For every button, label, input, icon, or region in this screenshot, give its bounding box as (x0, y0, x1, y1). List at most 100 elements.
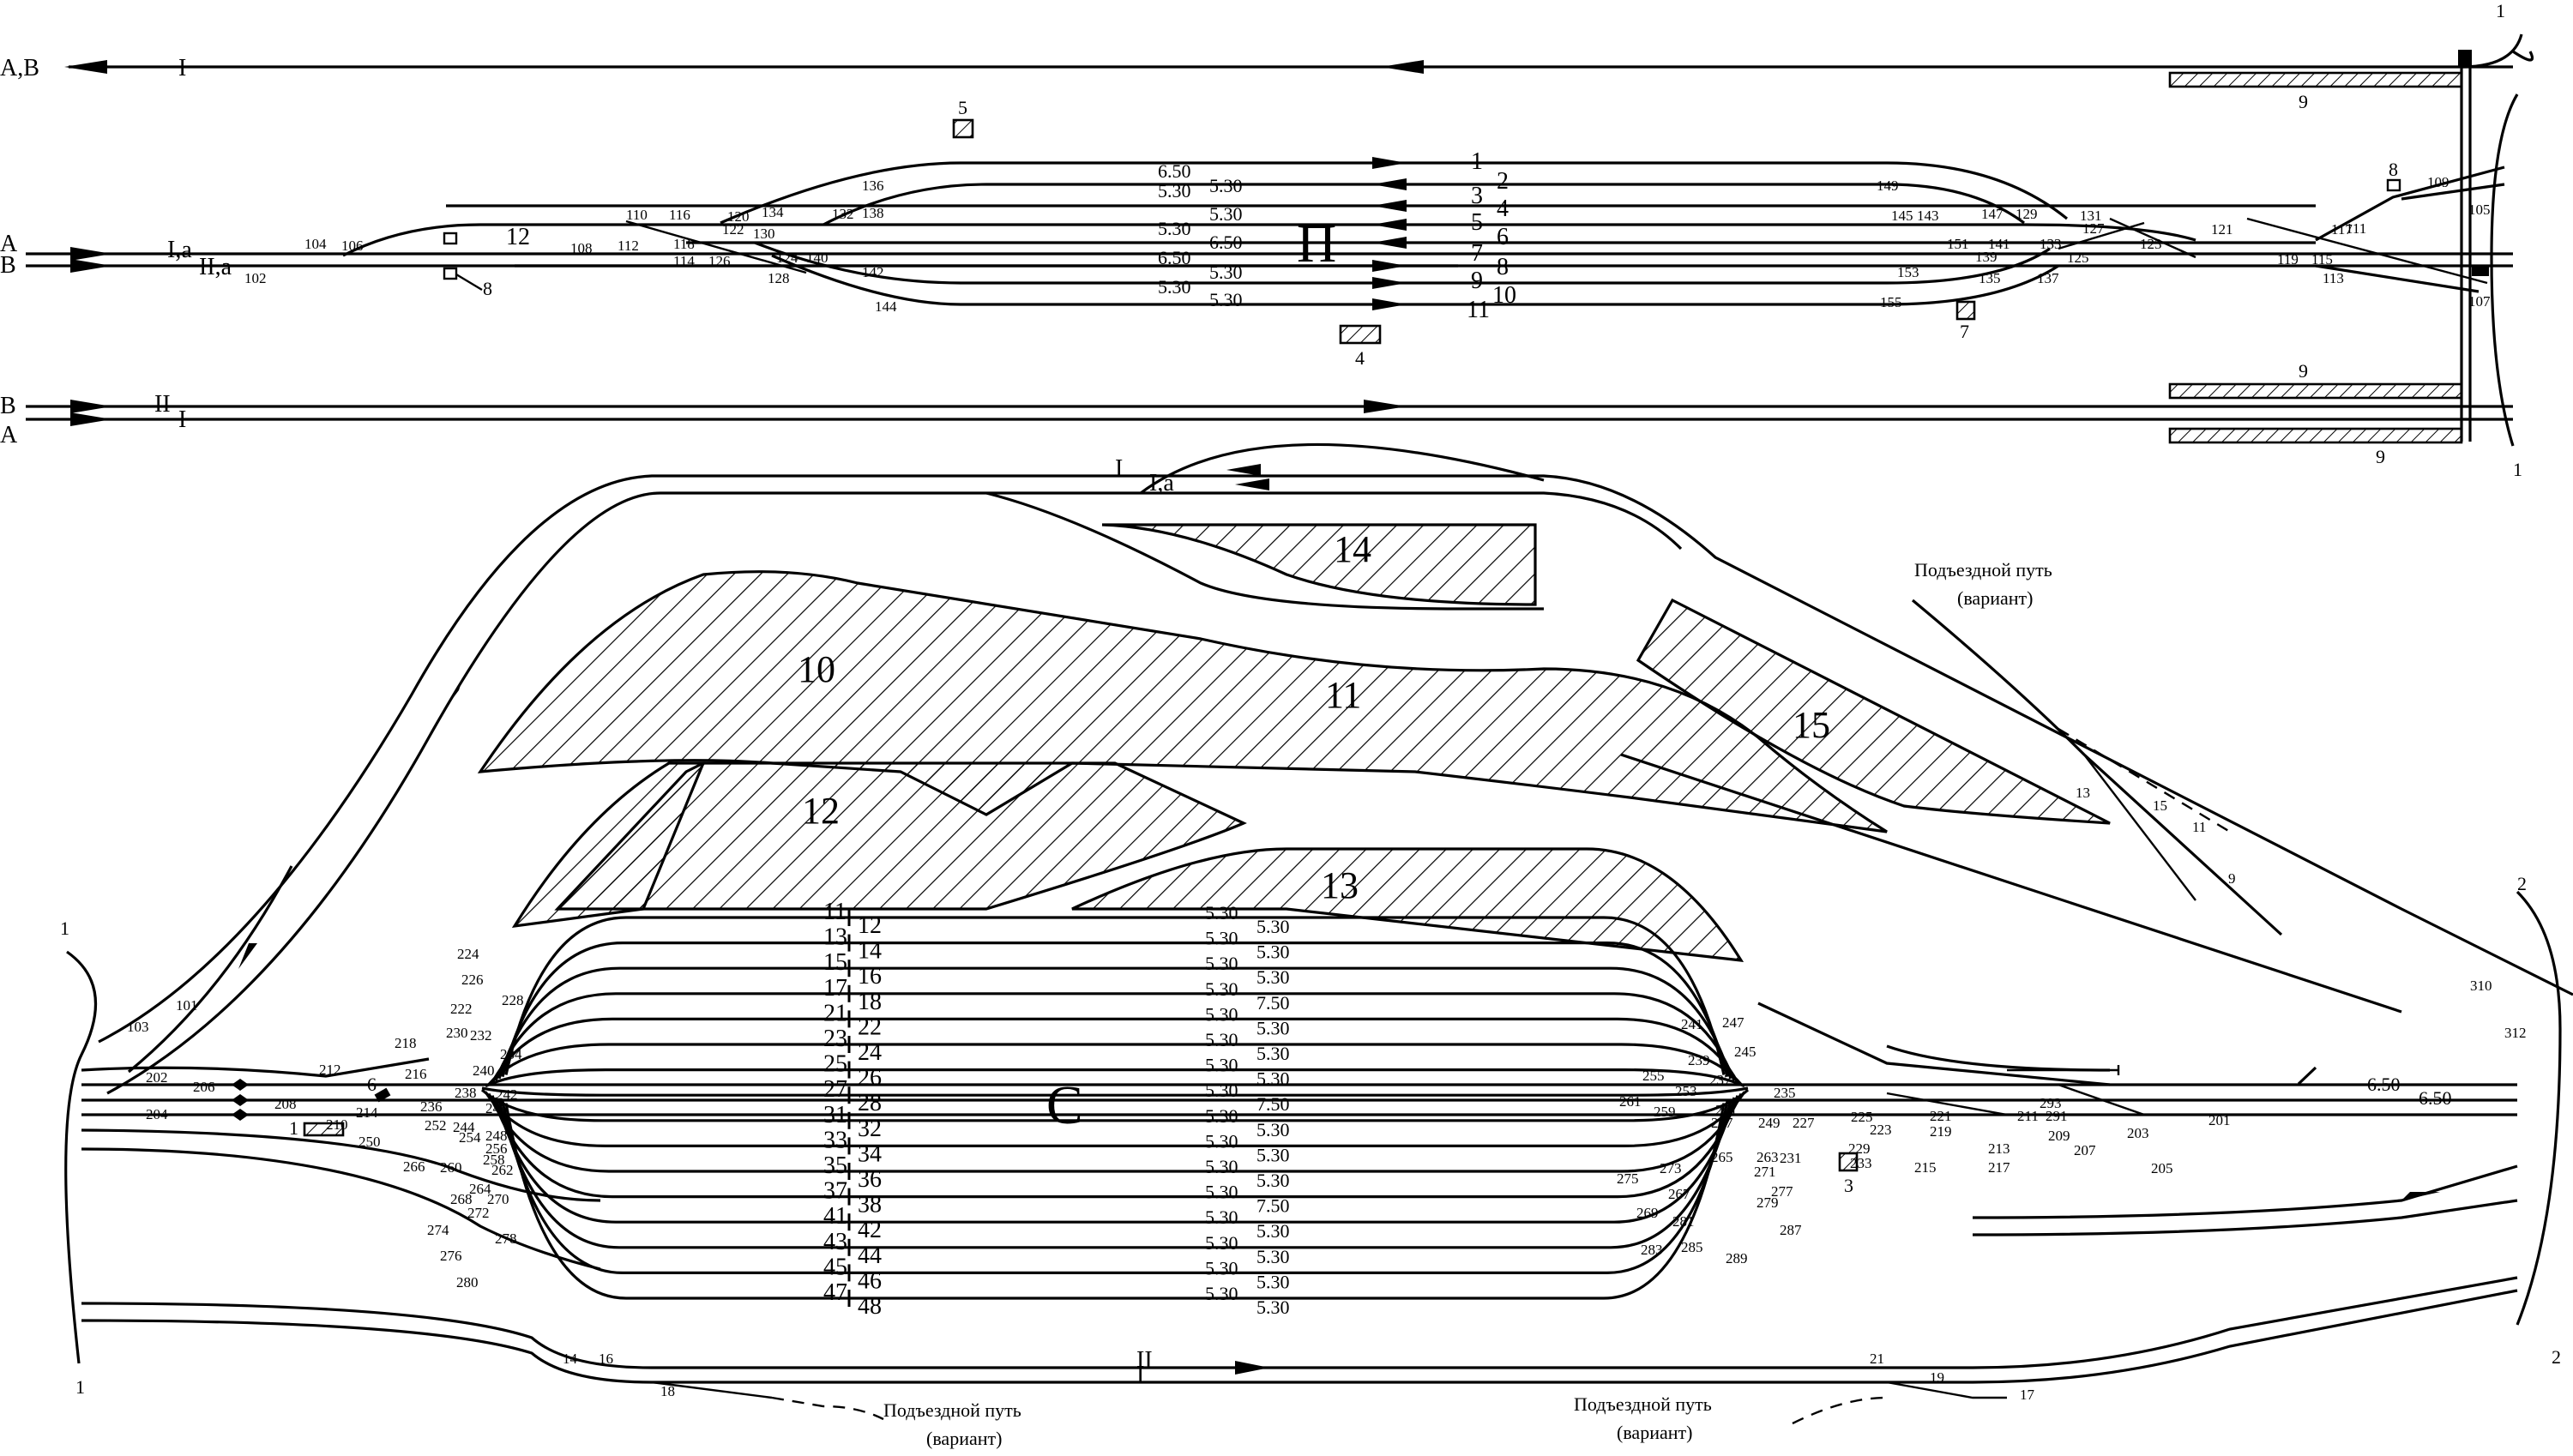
direction-arrow-icon (2401, 1192, 2440, 1200)
switch-number: 119 (2277, 251, 2299, 268)
signal-marker (2472, 266, 2489, 276)
switch-number: 111 (2346, 220, 2366, 237)
loop-track (106, 491, 1683, 1095)
switch-number: 276 (440, 1248, 462, 1264)
switch-number: 133 (2040, 236, 2062, 252)
zone-label: 5 (958, 97, 967, 118)
track-length: 5.30 (1256, 942, 1290, 963)
direction-arrow-icon (1235, 1361, 1269, 1375)
switch-number: 153 (1897, 264, 1919, 280)
crossover-track (625, 220, 807, 274)
switch-number: 155 (1880, 294, 1902, 310)
switch-number: 118 (673, 236, 695, 252)
switch-number: 240 (473, 1062, 495, 1079)
switch-number: 228 (502, 992, 524, 1008)
boundary-curve (64, 950, 98, 1364)
crossover-track (1886, 1083, 2145, 1116)
switch-number: 126 (708, 253, 731, 269)
track-number: 24 (858, 1039, 882, 1066)
zone-label: 11 (1325, 674, 1361, 716)
switch-number: 278 (495, 1230, 517, 1247)
direction-label: В (0, 393, 16, 419)
switch-number: 227 (1793, 1115, 1815, 1131)
direction-arrow-icon (1372, 200, 1407, 212)
switch-number: 207 (2074, 1142, 2096, 1158)
switch-number: 120 (727, 208, 750, 225)
switch-number: 139 (1975, 249, 1998, 265)
switch-number: 19 (1930, 1369, 1944, 1386)
park-track (481, 1086, 1749, 1097)
track-length: 6.50 (1158, 247, 1191, 268)
track-length: 5.30 (1205, 1080, 1238, 1101)
switch-number: 136 (862, 177, 884, 194)
track-number: 25 (823, 1051, 847, 1078)
hatched-zone-15 (1636, 598, 2111, 825)
track-number: 1 (1471, 148, 1483, 175)
switch-number: 210 (326, 1116, 348, 1133)
switch-number: 113 (2323, 270, 2344, 286)
track-number: 18 (858, 989, 882, 1015)
track-length: 5.30 (1205, 953, 1238, 974)
track-length: 6.50 (2367, 1074, 2401, 1095)
switch-number: 17 (2020, 1387, 2035, 1403)
switch-number: 279 (1757, 1194, 1779, 1211)
direction-arrow-icon (1372, 178, 1407, 190)
switch-number: 123 (2140, 236, 2162, 252)
track-length: 6.50 (1209, 232, 1243, 253)
switch-number: 229 (1848, 1140, 1871, 1157)
switch-number: 231 (1780, 1150, 1802, 1166)
switch-number: 204 (146, 1106, 168, 1122)
switch-number: 145 (1891, 208, 1913, 224)
switch-number: 124 (776, 250, 798, 266)
switch-number: 202 (146, 1069, 168, 1086)
line-label: II (154, 391, 171, 418)
switch-number: 222 (450, 1001, 473, 1017)
track-length: 5.30 (1256, 1119, 1290, 1140)
track-length: 5.30 (1209, 262, 1243, 283)
switch-number: 107 (2468, 293, 2491, 310)
switch-number: 108 (570, 240, 593, 256)
direction-arrow-icon (238, 943, 257, 969)
crossover-track (2246, 217, 2488, 285)
park-track (484, 1091, 1746, 1147)
track-length: 5.30 (1256, 1068, 1290, 1090)
park-letter: П (1297, 213, 1336, 274)
track-length: 5.30 (1256, 916, 1290, 937)
track-length: 5.30 (1256, 1271, 1290, 1292)
track-number: 37 (823, 1178, 847, 1205)
line-label: I (1115, 455, 1123, 482)
switch-number: 206 (193, 1079, 215, 1095)
switch-number: 256 (485, 1140, 508, 1157)
zone-label: 9 (2299, 360, 2308, 382)
track-number: 48 (858, 1293, 882, 1320)
signal-marker (232, 1094, 249, 1106)
switch-number: 128 (768, 270, 790, 286)
zone-numbers: 10 11 12 13 14 15 (798, 528, 1830, 906)
switch-number: 260 (440, 1159, 462, 1176)
switch-number: 270 (487, 1191, 509, 1207)
switch-number: 262 (491, 1162, 514, 1178)
switch-number: 147 (1981, 206, 2004, 222)
track-number: 16 (858, 963, 882, 990)
switch-number: 205 (2151, 1160, 2173, 1176)
track-length: 5.30 (1205, 1156, 1238, 1177)
switch-number: 102 (244, 270, 267, 286)
park-track (342, 223, 2196, 257)
line-label: I,a (167, 237, 192, 263)
switch-number: 241 (1681, 1016, 1703, 1032)
track-number: 15 (823, 949, 847, 976)
track-number: 22 (858, 1014, 882, 1040)
park-track (487, 1043, 1743, 1086)
access-track-variant (2058, 727, 2231, 833)
park-track (491, 1017, 1739, 1084)
track-length: 5.30 (1256, 966, 1290, 988)
track-length: 5.30 (1256, 1297, 1290, 1318)
switch-number: 103 (127, 1019, 149, 1035)
boundary-label: 1 (2513, 459, 2522, 480)
switch-number: 129 (2016, 206, 2038, 222)
switch-number: 268 (450, 1191, 473, 1207)
direction-arrow-icon (70, 259, 111, 273)
park-track (771, 254, 2059, 306)
track-number: 27 (823, 1076, 847, 1103)
line-label: II (1136, 1347, 1153, 1374)
